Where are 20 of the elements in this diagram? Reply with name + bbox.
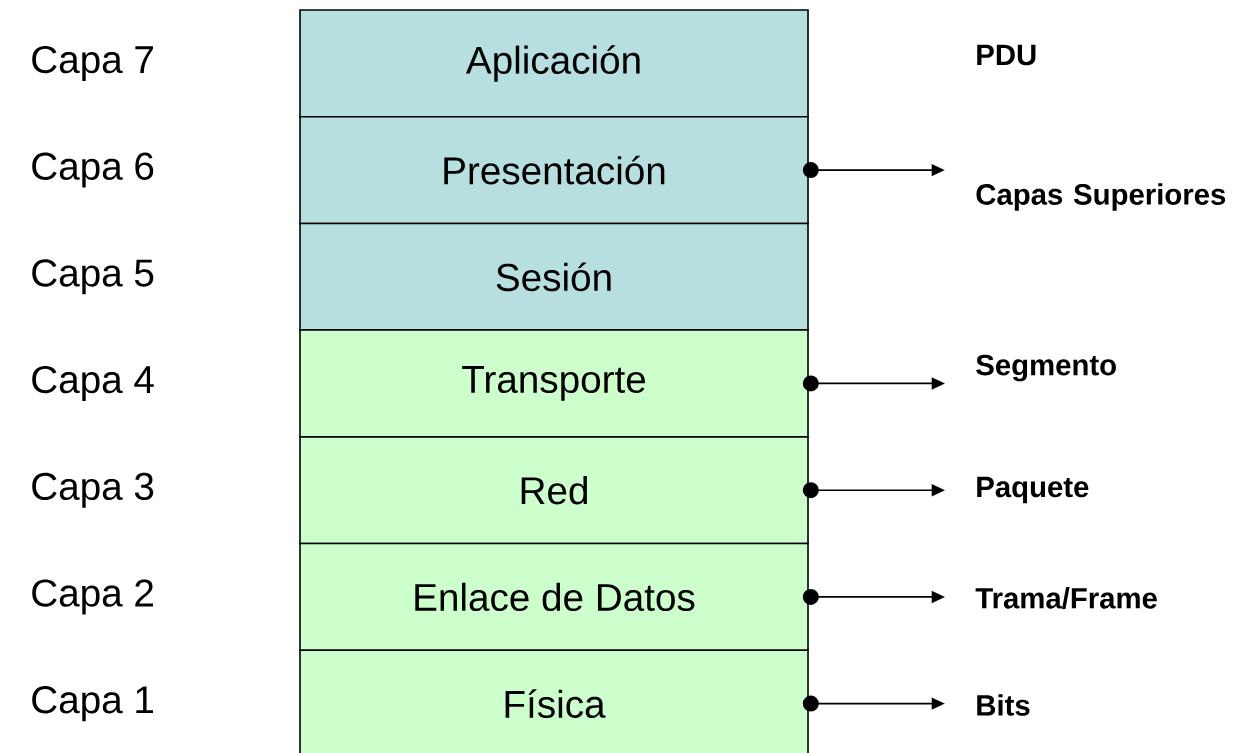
pdu-name: Trama/Frame	[975, 587, 1157, 609]
layer-box: Física	[299, 649, 809, 753]
layer-box: Presentación	[299, 115, 809, 225]
layer-number: Capa 5	[32, 259, 154, 295]
pdu-name: Paquete	[977, 476, 1089, 504]
layer-box: Transporte	[299, 329, 809, 438]
layer-number: Capa 4	[32, 365, 154, 401]
layer-number: Capa 3	[32, 472, 154, 508]
layer-number: Capa 6	[32, 152, 154, 188]
layer-box: Red	[299, 436, 809, 545]
pdu-name: Segmento	[976, 354, 1116, 382]
pdu-name: Bits	[977, 694, 1030, 716]
layer-number: Capa 2	[32, 579, 153, 615]
layer-box: Enlace de Datos	[299, 542, 809, 652]
layer-number: Capa 7	[32, 45, 153, 81]
layer-box: Aplicación	[299, 9, 809, 118]
column-heading: PDU	[977, 44, 1036, 66]
pdu-name: Capas Superiores	[976, 183, 1226, 211]
layer-number: Capa 1	[32, 686, 153, 722]
layer-box: Sesión	[299, 222, 809, 331]
